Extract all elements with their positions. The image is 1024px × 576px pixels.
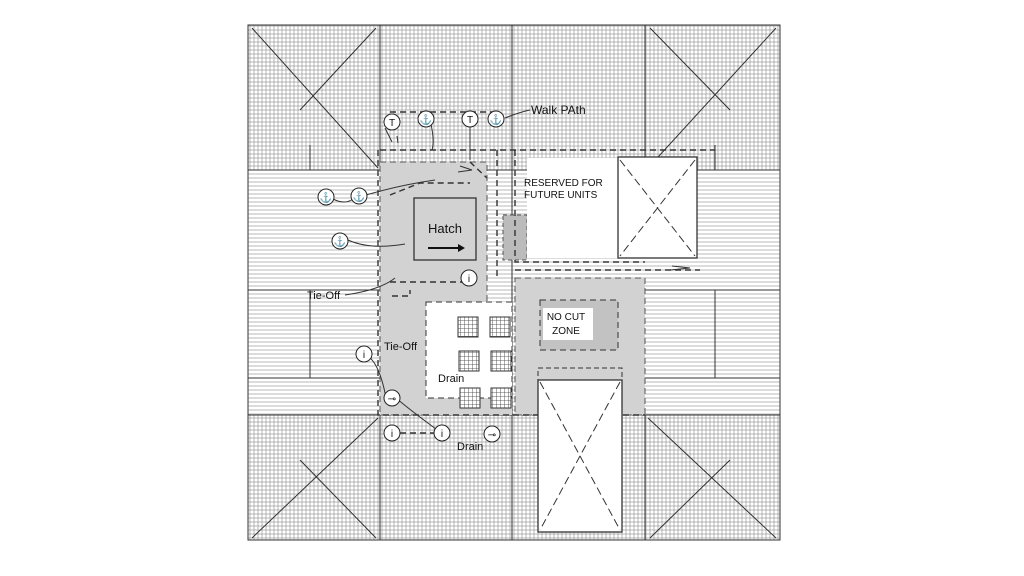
grate-icon: [490, 350, 512, 372]
hatch-label: Hatch: [428, 221, 462, 236]
person-icon: i: [460, 269, 478, 287]
svg-text:⚓: ⚓: [320, 191, 332, 204]
svg-text:i: i: [441, 429, 443, 440]
svg-text:⚓: ⚓: [334, 235, 346, 248]
walk-path-label: Walk PAth: [531, 103, 586, 117]
no-cut-label-1: NO CUT: [547, 312, 585, 323]
svg-text:T: T: [389, 118, 395, 129]
drain-symbol-icon: ⊸: [383, 389, 401, 407]
drain-grates: [457, 316, 512, 409]
drain-label: Drain: [438, 373, 464, 385]
svg-text:⚓: ⚓: [490, 113, 502, 126]
person-icon: i: [383, 424, 401, 442]
tie-off-label: Tie-Off: [384, 341, 418, 353]
svg-text:T: T: [467, 115, 473, 126]
svg-text:i: i: [391, 429, 393, 440]
roof-surfaces: [247, 24, 781, 541]
grate-icon: [459, 387, 481, 409]
grate-icon: [489, 316, 511, 338]
hatch[interactable]: Hatch: [413, 197, 477, 261]
svg-text:i: i: [468, 274, 470, 285]
reserved-label-2: FUTURE UNITS: [524, 190, 598, 201]
svg-text:⚓: ⚓: [420, 113, 432, 126]
person-icon: i: [433, 424, 451, 442]
anchor-icon: ⚓: [331, 232, 349, 250]
arrow-right-icon: [458, 244, 465, 252]
tie-off-post-icon: T: [461, 110, 479, 128]
tie-off-post-icon: T: [383, 113, 401, 131]
drain-label: Drain: [457, 441, 483, 453]
anchor-icon: ⚓: [487, 110, 505, 128]
svg-text:⊸: ⊸: [488, 430, 496, 441]
tie-off-label: Tie-Off: [307, 290, 341, 302]
anchor-icon: ⚓: [317, 188, 335, 206]
drain-symbol-icon: ⊸: [483, 425, 501, 443]
svg-text:i: i: [363, 350, 365, 361]
grate-icon: [457, 316, 479, 338]
grate-icon: [458, 350, 480, 372]
reserved-area: [527, 158, 618, 258]
svg-text:⚓: ⚓: [353, 190, 365, 203]
anchor-icon: ⚓: [350, 187, 368, 205]
no-cut-label-2: ZONE: [552, 326, 580, 337]
anchor-icon: ⚓: [417, 110, 435, 128]
reserved-label-1: RESERVED FOR: [524, 178, 603, 189]
grate-icon: [490, 387, 512, 409]
svg-text:⊸: ⊸: [388, 394, 396, 405]
person-icon: i: [355, 345, 373, 363]
